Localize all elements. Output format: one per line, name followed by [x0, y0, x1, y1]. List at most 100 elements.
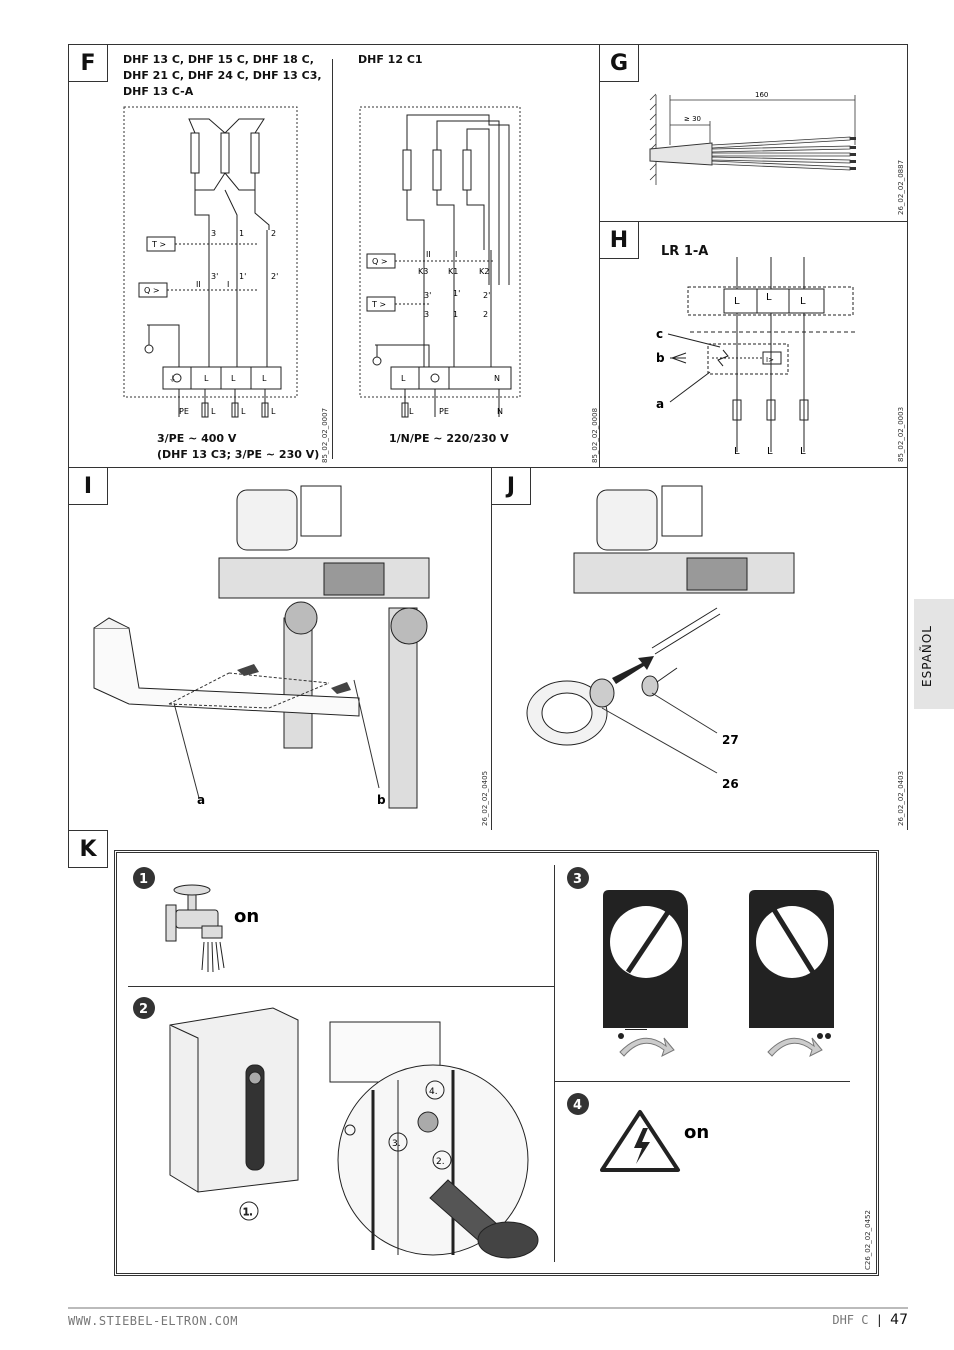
- drawing-code: 85_02_02_0008: [591, 407, 599, 463]
- svg-text:1': 1': [453, 289, 460, 298]
- footer-separator: |: [875, 1313, 883, 1327]
- panel-label: I: [69, 468, 108, 505]
- svg-text:PE: PE: [179, 407, 189, 416]
- svg-text:1.: 1.: [243, 1207, 253, 1218]
- svg-text:II: II: [196, 280, 201, 289]
- panel-g: G 160 ≥ 30 26_02_02_0887: [599, 44, 908, 222]
- svg-text:L: L: [409, 407, 414, 416]
- svg-text:3': 3': [211, 272, 218, 281]
- switch-q-left: Q >: [144, 286, 160, 295]
- footer-website: WWW.STIEBEL-ELTRON.COM: [68, 1314, 238, 1328]
- panel-label: F: [69, 45, 108, 82]
- svg-text:L: L: [734, 446, 740, 457]
- svg-text:2': 2': [271, 272, 278, 281]
- svg-text:a: a: [197, 793, 205, 807]
- panel-h: H LR 1-A L L L I> c b a L L L 85_02_02_0…: [599, 221, 908, 468]
- svg-text:L: L: [211, 407, 216, 416]
- svg-text:1': 1': [239, 272, 246, 281]
- supply-left: 3/PE ~ 400 V (DHF 13 C3; 3/PE ~ 230 V): [157, 432, 320, 461]
- svg-text:L: L: [734, 296, 740, 307]
- switch-t-left: T >: [151, 240, 166, 249]
- relay-title: LR 1-A: [661, 244, 709, 259]
- on-label: on: [234, 906, 259, 927]
- water-tap-icon: [165, 884, 225, 973]
- model-right: DHF 12 C1: [358, 53, 423, 66]
- svg-text:2': 2': [483, 291, 490, 300]
- svg-text:4.: 4.: [429, 1087, 438, 1097]
- svg-text:3': 3': [424, 291, 431, 300]
- svg-text:L: L: [262, 374, 267, 383]
- svg-text:I: I: [455, 250, 457, 259]
- supply-right: 1/N/PE ~ 220/230 V: [389, 432, 509, 445]
- dimension-30: ≥ 30: [684, 115, 701, 123]
- panel-i: I a b 26_02_02_0405: [68, 467, 492, 831]
- svg-text:II: II: [426, 250, 431, 259]
- svg-text:2: 2: [271, 229, 276, 238]
- cable-strip-diagram: 160 ≥ 30: [649, 91, 856, 185]
- svg-text:PE: PE: [439, 407, 449, 416]
- svg-text:L: L: [271, 407, 276, 416]
- svg-text:26: 26: [722, 777, 739, 791]
- service-detail-illustration: [329, 1021, 539, 1259]
- language-label: ESPAÑOL: [920, 625, 934, 687]
- k-vertical-divider: [554, 865, 555, 1262]
- drawing-code: 26_02_02_0403: [897, 770, 905, 826]
- svg-text:27: 27: [722, 733, 739, 747]
- step-badge-2: 2: [139, 1002, 148, 1017]
- panel-f: F DHF 13 C, DHF 15 C, DHF 18 C, DHF 21 C…: [68, 44, 600, 468]
- panel-j: J 27 26 26_02_02_0403: [491, 467, 908, 831]
- svg-text:L: L: [767, 446, 773, 457]
- svg-text:b: b: [656, 351, 665, 365]
- drawing-code: 26_02_02_0405: [481, 770, 489, 826]
- wiring-diagram-left: T > Q > 3 1 2 3' 1' 2' II I ⏚ L L L PE L…: [123, 106, 298, 418]
- drawing-code: 85_02_02_0007: [321, 407, 329, 463]
- svg-text:N: N: [494, 374, 500, 383]
- svg-text:a: a: [656, 397, 664, 411]
- svg-text:3.: 3.: [392, 1139, 401, 1149]
- svg-text:2.: 2.: [436, 1157, 445, 1167]
- drawing-code: 85_02_02_0003: [897, 406, 905, 462]
- svg-text:K3: K3: [418, 267, 428, 276]
- svg-text:b: b: [377, 793, 386, 807]
- svg-text:c: c: [656, 327, 663, 341]
- switch-t-right: T >: [371, 300, 386, 309]
- k-inner-frame: [114, 850, 879, 1276]
- step-badge-4: 4: [573, 1098, 582, 1113]
- relay-symbol: I>: [766, 356, 774, 364]
- svg-text:N: N: [497, 407, 503, 416]
- water-heater-illustration: 1.: [169, 1007, 299, 1221]
- dimension-160: 160: [755, 91, 768, 99]
- knob-illustration: 27 26: [526, 485, 795, 791]
- svg-text:⏚: ⏚: [169, 375, 176, 383]
- panel-label: G: [600, 45, 639, 82]
- svg-text:L: L: [401, 374, 406, 383]
- svg-text:K1: K1: [448, 267, 458, 276]
- selector-position-2: [749, 890, 834, 1057]
- svg-text:1: 1: [453, 310, 458, 319]
- footer-page-info: DHF C | 47: [832, 1312, 908, 1328]
- installation-illustration: a b: [93, 485, 430, 809]
- svg-text:2: 2: [483, 310, 488, 319]
- k-steps: 1 2 3 4 on 1.: [133, 867, 834, 1259]
- footer-product: DHF C: [832, 1313, 869, 1327]
- drawing-code: C26_02_02_0452: [864, 1210, 872, 1270]
- svg-text:L: L: [800, 446, 806, 457]
- svg-text:L: L: [231, 374, 236, 383]
- drawing-code: 26_02_02_0887: [897, 159, 905, 215]
- relay-diagram: L L L I> c b a L L L: [656, 257, 855, 457]
- panel-label: J: [492, 468, 531, 505]
- svg-text:K2: K2: [479, 267, 489, 276]
- k-horizontal-divider-right: [554, 1081, 850, 1082]
- panel-label: H: [600, 222, 639, 259]
- svg-text:3: 3: [211, 229, 216, 238]
- svg-text:L: L: [241, 407, 246, 416]
- svg-text:I: I: [227, 280, 229, 289]
- svg-text:3: 3: [424, 310, 429, 319]
- svg-text:L: L: [800, 296, 806, 307]
- svg-text:L: L: [204, 374, 209, 383]
- model-list-left: DHF 13 C, DHF 15 C, DHF 18 C, DHF 21 C, …: [123, 53, 322, 98]
- svg-text:L: L: [766, 292, 772, 303]
- page-number: 47: [890, 1312, 908, 1328]
- language-tab: ESPAÑOL: [914, 599, 954, 709]
- divider: [332, 59, 333, 459]
